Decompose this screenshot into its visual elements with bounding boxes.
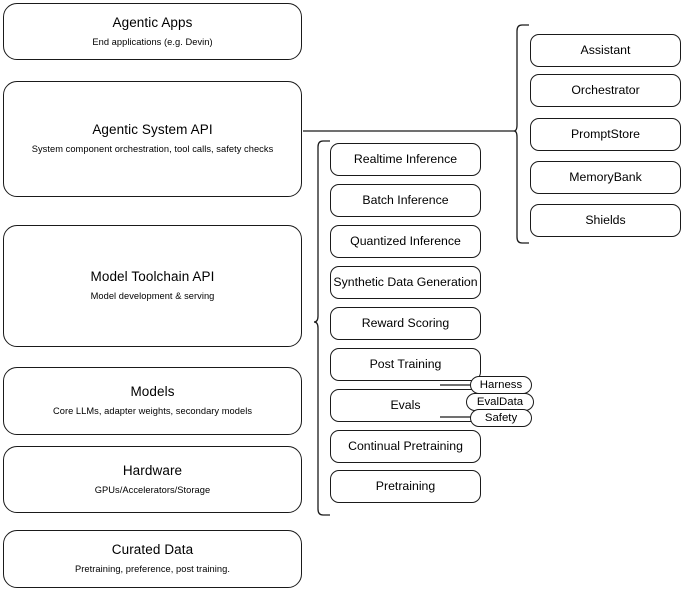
layer-subtitle: System component orchestration, tool cal… — [31, 144, 274, 155]
layer-title: Model Toolchain API — [90, 269, 215, 285]
capability-post-training[interactable]: Post Training — [330, 348, 481, 381]
layer-subtitle: GPUs/Accelerators/Storage — [94, 484, 211, 495]
capability-synthetic-data-generation[interactable]: Synthetic Data Generation — [330, 266, 481, 299]
model-toolchain-brace — [313, 140, 330, 516]
layer-curated-data[interactable]: Curated Data Pretraining, preference, po… — [3, 530, 302, 588]
layer-models[interactable]: Models Core LLMs, adapter weights, secon… — [3, 367, 302, 435]
component-orchestrator[interactable]: Orchestrator — [530, 74, 681, 107]
component-promptstore[interactable]: PromptStore — [530, 118, 681, 151]
layer-title: Agentic Apps — [112, 14, 193, 30]
component-shields[interactable]: Shields — [530, 204, 681, 237]
eval-subcomponent-safety[interactable]: Safety — [470, 409, 532, 427]
eval-subcomponent-harness[interactable]: Harness — [470, 376, 532, 394]
layer-title: Curated Data — [111, 542, 194, 558]
layer-model-toolchain-api[interactable]: Model Toolchain API Model development & … — [3, 225, 302, 347]
capability-pretraining[interactable]: Pretraining — [330, 470, 481, 503]
agentic-system-brace — [513, 24, 529, 244]
layer-agentic-system-api[interactable]: Agentic System API System component orch… — [3, 81, 302, 197]
component-memorybank[interactable]: MemoryBank — [530, 161, 681, 194]
capability-evals[interactable]: Evals — [330, 389, 481, 422]
layer-title: Agentic System API — [92, 122, 213, 138]
component-assistant[interactable]: Assistant — [530, 34, 681, 67]
layer-subtitle: Core LLMs, adapter weights, secondary mo… — [52, 406, 253, 417]
layer-agentic-apps[interactable]: Agentic Apps End applications (e.g. Devi… — [3, 3, 302, 60]
capability-continual-pretraining[interactable]: Continual Pretraining — [330, 430, 481, 463]
layer-hardware[interactable]: Hardware GPUs/Accelerators/Storage — [3, 446, 302, 513]
capability-batch-inference[interactable]: Batch Inference — [330, 184, 481, 217]
capability-reward-scoring[interactable]: Reward Scoring — [330, 307, 481, 340]
layer-title: Hardware — [122, 462, 183, 478]
capability-quantized-inference[interactable]: Quantized Inference — [330, 225, 481, 258]
capability-realtime-inference[interactable]: Realtime Inference — [330, 143, 481, 176]
layer-subtitle: Pretraining, preference, post training. — [75, 564, 230, 575]
eval-subcomponent-evaldata[interactable]: EvalData — [466, 393, 534, 411]
layer-subtitle: Model development & serving — [90, 291, 215, 302]
layer-title: Models — [130, 384, 175, 400]
layer-subtitle: End applications (e.g. Devin) — [92, 36, 213, 47]
